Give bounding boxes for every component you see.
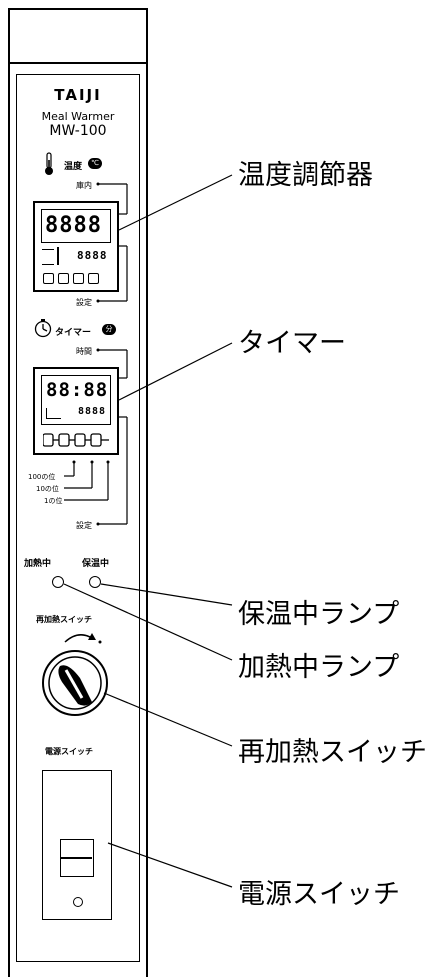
callout-reheat-switch: 再加熱スイッチ	[238, 737, 427, 768]
temp-button-1[interactable]	[43, 273, 54, 284]
warming-lamp-label: 保温中	[82, 559, 110, 569]
digit-label-100: 100の位	[28, 473, 56, 481]
reheat-switch-label: 再加熱スイッチ	[36, 615, 92, 624]
power-switch-label: 電源スイッチ	[45, 747, 93, 756]
panel-face	[16, 74, 140, 962]
product-name: Meal Warmer	[41, 110, 115, 123]
callout-warming-lamp: 保温中ランプ	[238, 599, 400, 630]
timer-setting-label: 設定	[76, 521, 92, 530]
timer-digit-buttons[interactable]	[43, 431, 111, 449]
power-rocker-switch[interactable]	[60, 839, 94, 877]
model-number: MW-100	[49, 123, 107, 139]
heating-lamp-label: 加熱中	[24, 559, 52, 569]
timer-sub-digits: 8888	[78, 406, 107, 417]
temperature-controller: 8888 8888	[33, 201, 119, 292]
power-switch-plate	[42, 770, 112, 920]
warming-lamp	[89, 576, 101, 588]
thermometer-icon	[44, 152, 54, 176]
temp-lcd-screen: 8888	[41, 209, 111, 243]
temp-main-digits: 8888	[45, 213, 102, 238]
timer-main-digits: 88:88	[46, 379, 109, 401]
timer-title: タイマー	[55, 328, 92, 338]
callout-timer: タイマー	[238, 328, 346, 359]
temp-divider	[57, 247, 59, 265]
temp-sub-digits: 8888	[77, 249, 108, 262]
stopwatch-icon	[33, 318, 53, 338]
temp-button-2[interactable]	[58, 273, 69, 284]
reheat-switch-knob[interactable]	[40, 648, 110, 718]
timer-unit: 88:88 8888	[33, 367, 119, 455]
brand-logo: TAIJI	[54, 86, 102, 104]
heating-lamp	[52, 576, 64, 588]
temperature-title: 温度	[64, 162, 83, 172]
digit-label-1: 1の位	[44, 497, 63, 505]
timer-display-label: 時間	[76, 347, 92, 356]
device-panel	[8, 8, 148, 977]
power-indicator-hole	[73, 897, 83, 907]
rotate-arrow-icon	[62, 628, 102, 644]
panel-top-cap	[8, 8, 148, 64]
temp-button-4[interactable]	[88, 273, 99, 284]
minutes-badge: 分	[102, 324, 116, 335]
temp-button-3[interactable]	[73, 273, 84, 284]
celsius-badge: ℃	[88, 158, 102, 169]
timer-lcd-screen: 88:88 8888	[41, 375, 111, 425]
timer-indicator	[46, 408, 61, 419]
callout-power-switch: 電源スイッチ	[238, 879, 400, 910]
callout-heating-lamp: 加熱中ランプ	[238, 652, 400, 683]
digit-label-10: 10の位	[36, 485, 59, 493]
callout-temp-controller: 温度調節器	[238, 160, 373, 191]
temp-display-label: 庫内	[76, 181, 92, 190]
temp-indicator-bars	[42, 249, 54, 265]
temp-setting-label: 設定	[76, 298, 92, 307]
